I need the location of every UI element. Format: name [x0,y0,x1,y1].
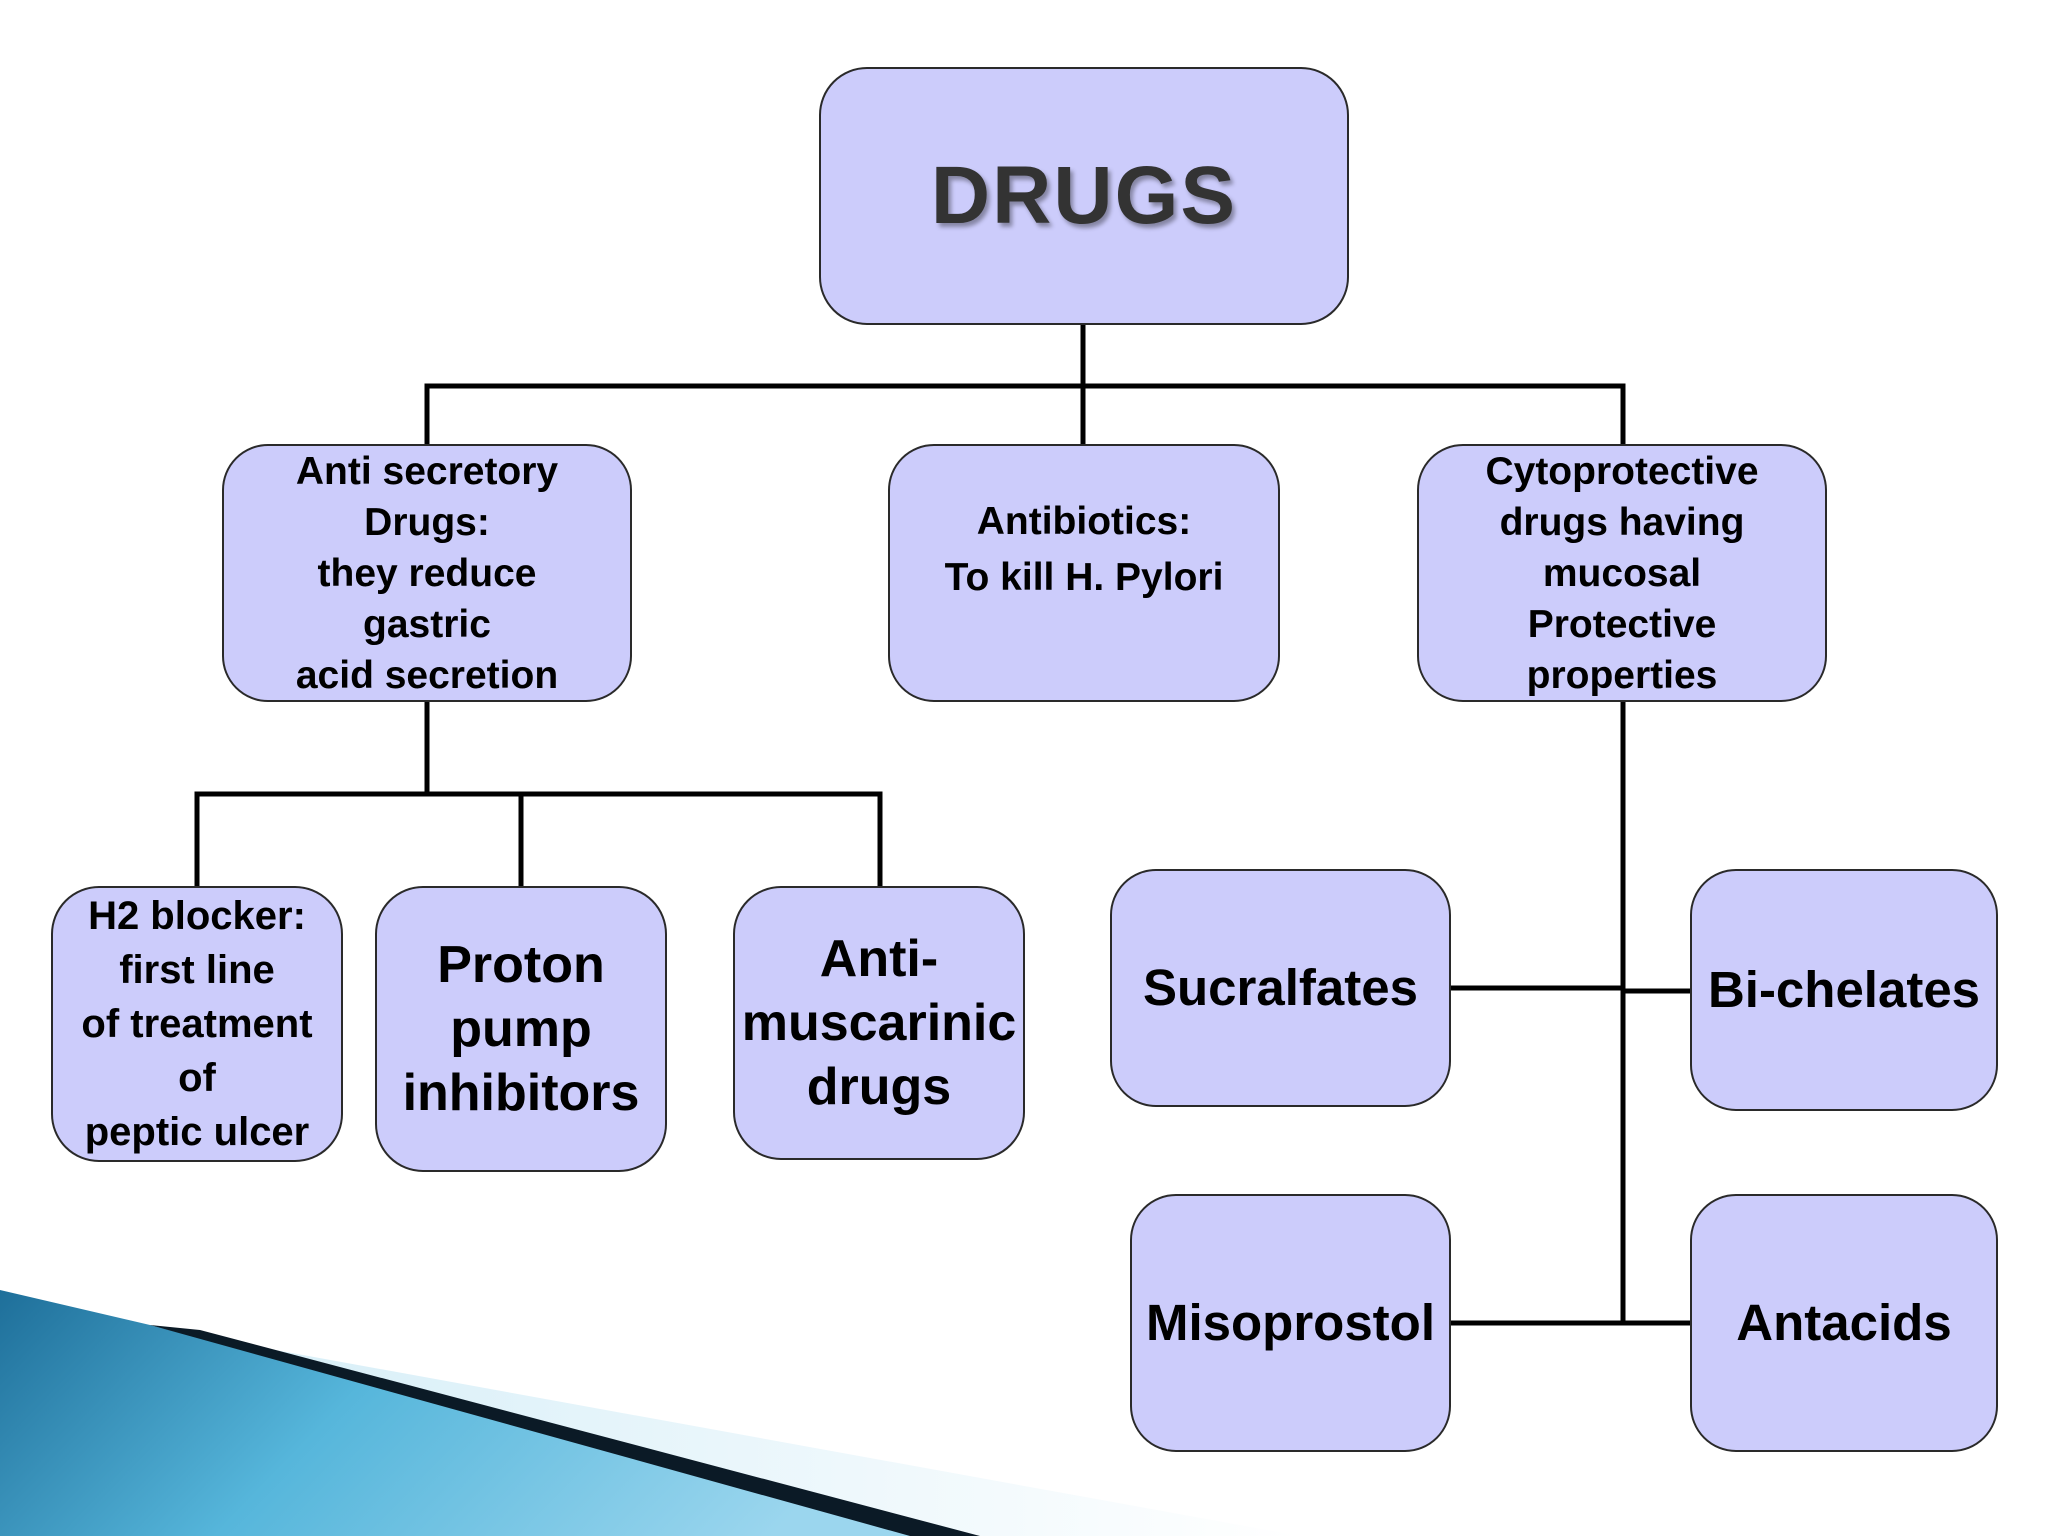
node-antacids: Antacids [1690,1194,1998,1452]
decor-dark-stripe [150,1325,980,1536]
node-anti-muscarinic: Anti- muscarinic drugs [733,886,1025,1160]
node-sucralfates: Sucralfates [1110,869,1451,1107]
node-bi-chelates-label: Bi-chelates [1707,961,1981,1018]
node-proton-pump-label: Proton pump inhibitors [402,936,640,1122]
node-anti-muscarinic-label: Anti- muscarinic drugs [741,930,1017,1116]
node-antibiotics-label: Antibiotics: To kill H. Pylori [944,500,1224,599]
node-cytoprotective: Cytoprotective drugs having mucosal Prot… [1417,444,1827,702]
node-h2-blocker: H2 blocker: first line of treatment of p… [51,886,343,1162]
node-antacids-label: Antacids [1736,1294,1952,1351]
node-bi-chelates: Bi-chelates [1690,869,1998,1111]
node-antibiotics: Antibiotics: To kill H. Pylori [888,444,1280,702]
node-h2-blocker-label: H2 blocker: first line of treatment of p… [81,894,313,1154]
node-proton-pump: Proton pump inhibitors [375,886,667,1172]
node-cytoprotective-label: Cytoprotective drugs having mucosal Prot… [1485,449,1759,697]
node-drugs: DRUGS [819,67,1349,325]
node-misoprostol-label: Misoprostol [1146,1294,1435,1351]
node-anti-secretory-label: Anti secretory Drugs: they reduce gastri… [295,449,559,697]
node-anti-secretory: Anti secretory Drugs: they reduce gastri… [222,444,632,702]
node-sucralfates-label: Sucralfates [1143,959,1418,1016]
node-misoprostol: Misoprostol [1130,1194,1451,1452]
node-drugs-label: DRUGS [930,150,1238,241]
